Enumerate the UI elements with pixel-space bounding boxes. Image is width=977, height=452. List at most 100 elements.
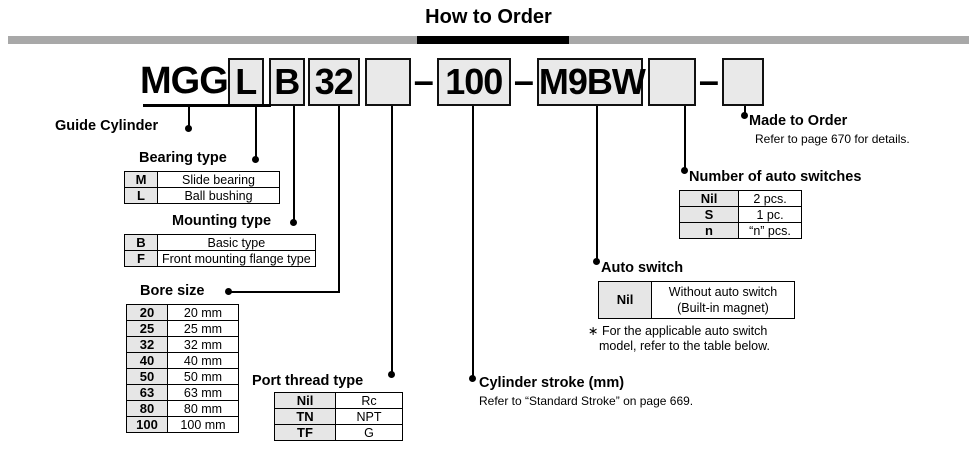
leader-dot-auto-switch bbox=[593, 258, 600, 265]
footnote-auto-switch-line1: ∗ For the applicable auto switch bbox=[588, 324, 768, 338]
leader-dot-bore-size bbox=[225, 288, 232, 295]
table-row: n“n” pcs. bbox=[679, 222, 802, 239]
cell-code: L bbox=[124, 187, 158, 204]
leader-dot-guide-cylinder bbox=[185, 125, 192, 132]
cell-code: TN bbox=[274, 408, 336, 425]
leader-bore-size-vertical bbox=[338, 106, 340, 292]
leader-dot-port-thread-type bbox=[388, 371, 395, 378]
cell-desc-line1: Without auto switch bbox=[668, 285, 778, 299]
part-number-prefix-underline bbox=[143, 104, 271, 107]
callout-label-number-of-auto-switches: Number of auto switches bbox=[689, 169, 862, 185]
leader-guide-cylinder bbox=[188, 106, 190, 128]
table-row: M Slide bearing bbox=[124, 171, 280, 188]
table-row: F Front mounting flange type bbox=[124, 250, 316, 267]
cell-code: Nil bbox=[679, 190, 739, 207]
callout-label-cylinder-stroke: Cylinder stroke (mm) bbox=[479, 375, 625, 391]
leader-dot-bearing-type bbox=[252, 156, 259, 163]
pn-dash-2: – bbox=[513, 60, 534, 101]
cell-desc: 32 mm bbox=[167, 336, 239, 353]
leader-mounting-type bbox=[293, 106, 295, 222]
cell-desc: 20 mm bbox=[167, 304, 239, 321]
cell-code: 32 bbox=[126, 336, 168, 353]
callout-label-bore-size: Bore size bbox=[140, 283, 205, 299]
cell-desc: Slide bearing bbox=[157, 171, 280, 188]
leader-number-of-auto-switches bbox=[684, 106, 686, 170]
cell-desc: 80 mm bbox=[167, 400, 239, 417]
cell-desc-line2: (Built-in magnet) bbox=[677, 301, 769, 315]
pn-box-bearing-type[interactable]: L bbox=[227, 58, 264, 106]
cell-code: F bbox=[124, 250, 158, 267]
pn-box-number-of-auto-switches[interactable] bbox=[647, 58, 696, 106]
cell-code: n bbox=[679, 222, 739, 239]
pn-box-port-thread-type[interactable] bbox=[364, 58, 411, 106]
page-title: How to Order bbox=[425, 6, 552, 28]
leader-cylinder-stroke bbox=[472, 106, 474, 378]
cell-desc: 2 pcs. bbox=[738, 190, 802, 207]
part-number-prefix: MGG bbox=[140, 60, 229, 102]
cell-desc: 1 pc. bbox=[738, 206, 802, 223]
leader-dot-cylinder-stroke bbox=[469, 375, 476, 382]
table-auto-switch: Nil Without auto switch (Built-in magnet… bbox=[598, 281, 795, 319]
title-divider-accent bbox=[417, 36, 569, 44]
cell-desc: “n” pcs. bbox=[738, 222, 802, 239]
cell-code: 63 bbox=[126, 384, 168, 401]
cell-desc: Front mounting flange type bbox=[157, 250, 316, 267]
callout-label-made-to-order: Made to Order bbox=[749, 113, 848, 129]
leader-bearing-type bbox=[255, 106, 257, 159]
cell-code: Nil bbox=[274, 392, 336, 409]
cell-desc: Rc bbox=[335, 392, 403, 409]
pn-box-mounting-type[interactable]: B bbox=[268, 58, 305, 106]
callout-label-mounting-type: Mounting type bbox=[172, 213, 272, 229]
table-bearing-type: M Slide bearing L Ball bushing bbox=[124, 171, 280, 204]
leader-dot-made-to-order bbox=[741, 112, 748, 119]
cell-desc: 40 mm bbox=[167, 352, 239, 369]
leader-port-thread-type bbox=[391, 106, 393, 374]
leader-made-to-order bbox=[744, 106, 746, 115]
cell-desc: 63 mm bbox=[167, 384, 239, 401]
pn-box-auto-switch[interactable]: M9BW bbox=[536, 58, 646, 106]
callout-label-guide-cylinder: Guide Cylinder bbox=[55, 118, 159, 134]
cell-desc: 100 mm bbox=[167, 416, 239, 433]
cell-desc: Without auto switch (Built-in magnet) bbox=[651, 281, 795, 319]
cell-code: M bbox=[124, 171, 158, 188]
pn-box-bore-size[interactable]: 32 bbox=[307, 58, 360, 106]
cell-code: 40 bbox=[126, 352, 168, 369]
pn-box-made-to-order[interactable] bbox=[721, 58, 764, 106]
pn-box-cylinder-stroke[interactable]: 100 bbox=[436, 58, 511, 106]
cell-desc: 25 mm bbox=[167, 320, 239, 337]
cell-code: Nil bbox=[598, 281, 652, 319]
callout-label-auto-switch: Auto switch bbox=[601, 260, 684, 276]
cell-code: S bbox=[679, 206, 739, 223]
table-row: L Ball bushing bbox=[124, 187, 280, 204]
pn-dash-1: – bbox=[413, 60, 434, 101]
cell-code: 100 bbox=[126, 416, 168, 433]
cell-code: B bbox=[124, 234, 158, 251]
cell-code: 25 bbox=[126, 320, 168, 337]
cell-desc: NPT bbox=[335, 408, 403, 425]
cell-desc: G bbox=[335, 424, 403, 441]
table-row: B Basic type bbox=[124, 234, 316, 251]
callout-label-port-thread-type: Port thread type bbox=[252, 373, 364, 389]
pn-dash-3: – bbox=[698, 60, 719, 101]
callout-note-made-to-order: Refer to page 670 for details. bbox=[755, 132, 910, 146]
callout-note-cylinder-stroke: Refer to “Standard Stroke” on page 669. bbox=[479, 394, 694, 408]
cell-code: 50 bbox=[126, 368, 168, 385]
leader-dot-mounting-type bbox=[290, 219, 297, 226]
cell-code: 80 bbox=[126, 400, 168, 417]
